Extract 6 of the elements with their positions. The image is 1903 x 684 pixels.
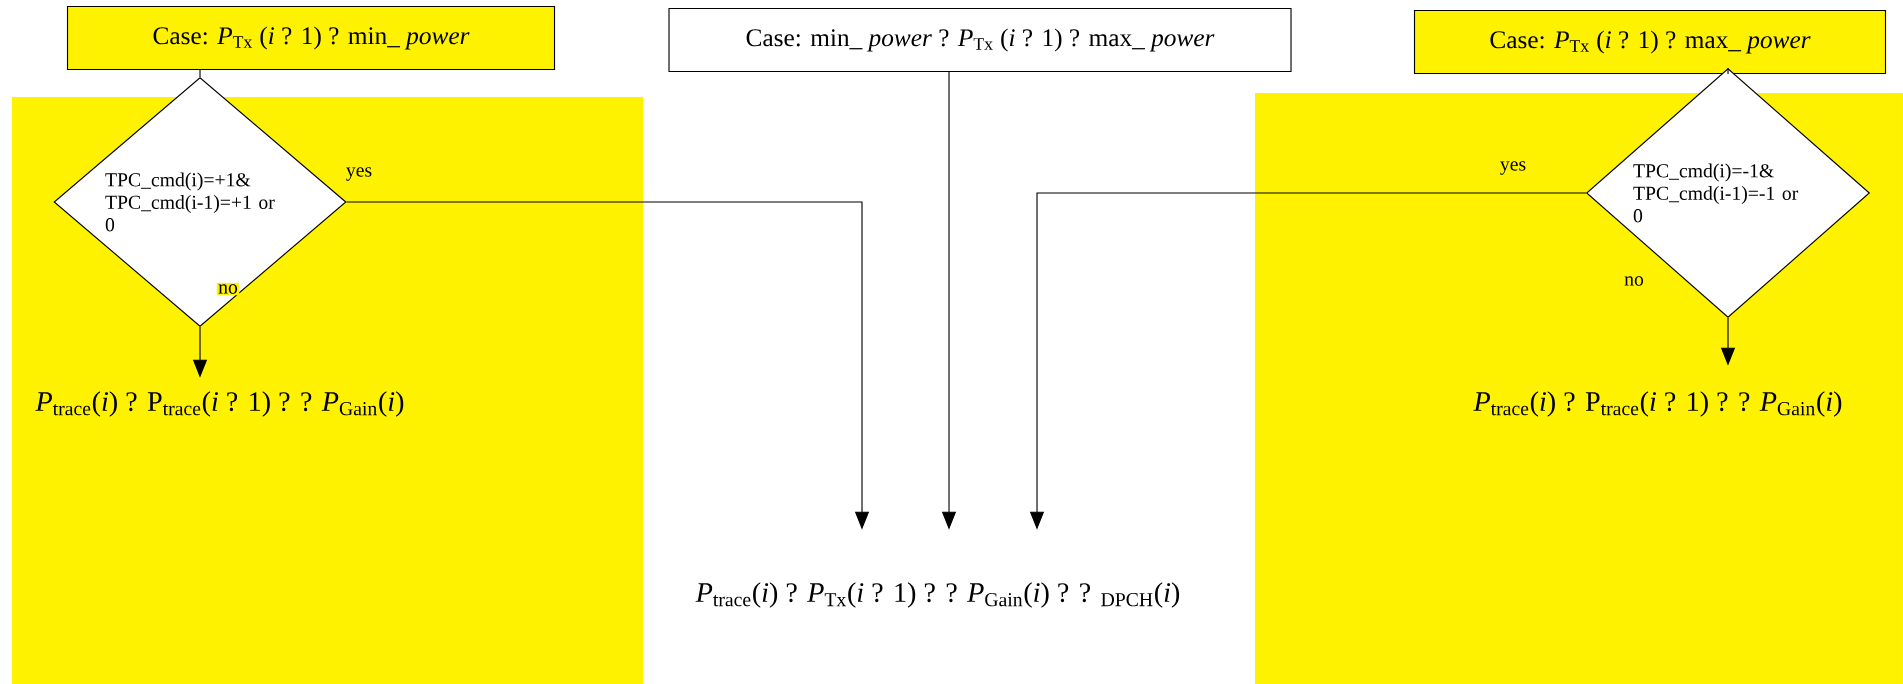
formula-text: P$_{trace}$(i) ? P$_{Tx}$(i ? 1) ? ? P$_{Gain}$(i) ? ? $_{DPCH}$(i) xyxy=(695,582,1180,608)
case-box: Case: P$_{Tx}$ (i ? 1) ? max_ power xyxy=(1413,9,1887,75)
formula-text: P$_{trace}$(i) ? P$_{trace}$(i ? 1) ? ? P$_{Gain}$(i) xyxy=(1473,391,1842,417)
case-box: Case: min_ power ? P$_{Tx}$ (i ? 1) ? max_ power xyxy=(668,7,1292,73)
case-box: Case: P$_{Tx}$ (i ? 1) ? min_ power xyxy=(66,5,556,71)
formula-text: P$_{trace}$(i) ? P$_{trace}$(i ? 1) ? ? P$_{Gain}$(i) xyxy=(35,391,404,417)
